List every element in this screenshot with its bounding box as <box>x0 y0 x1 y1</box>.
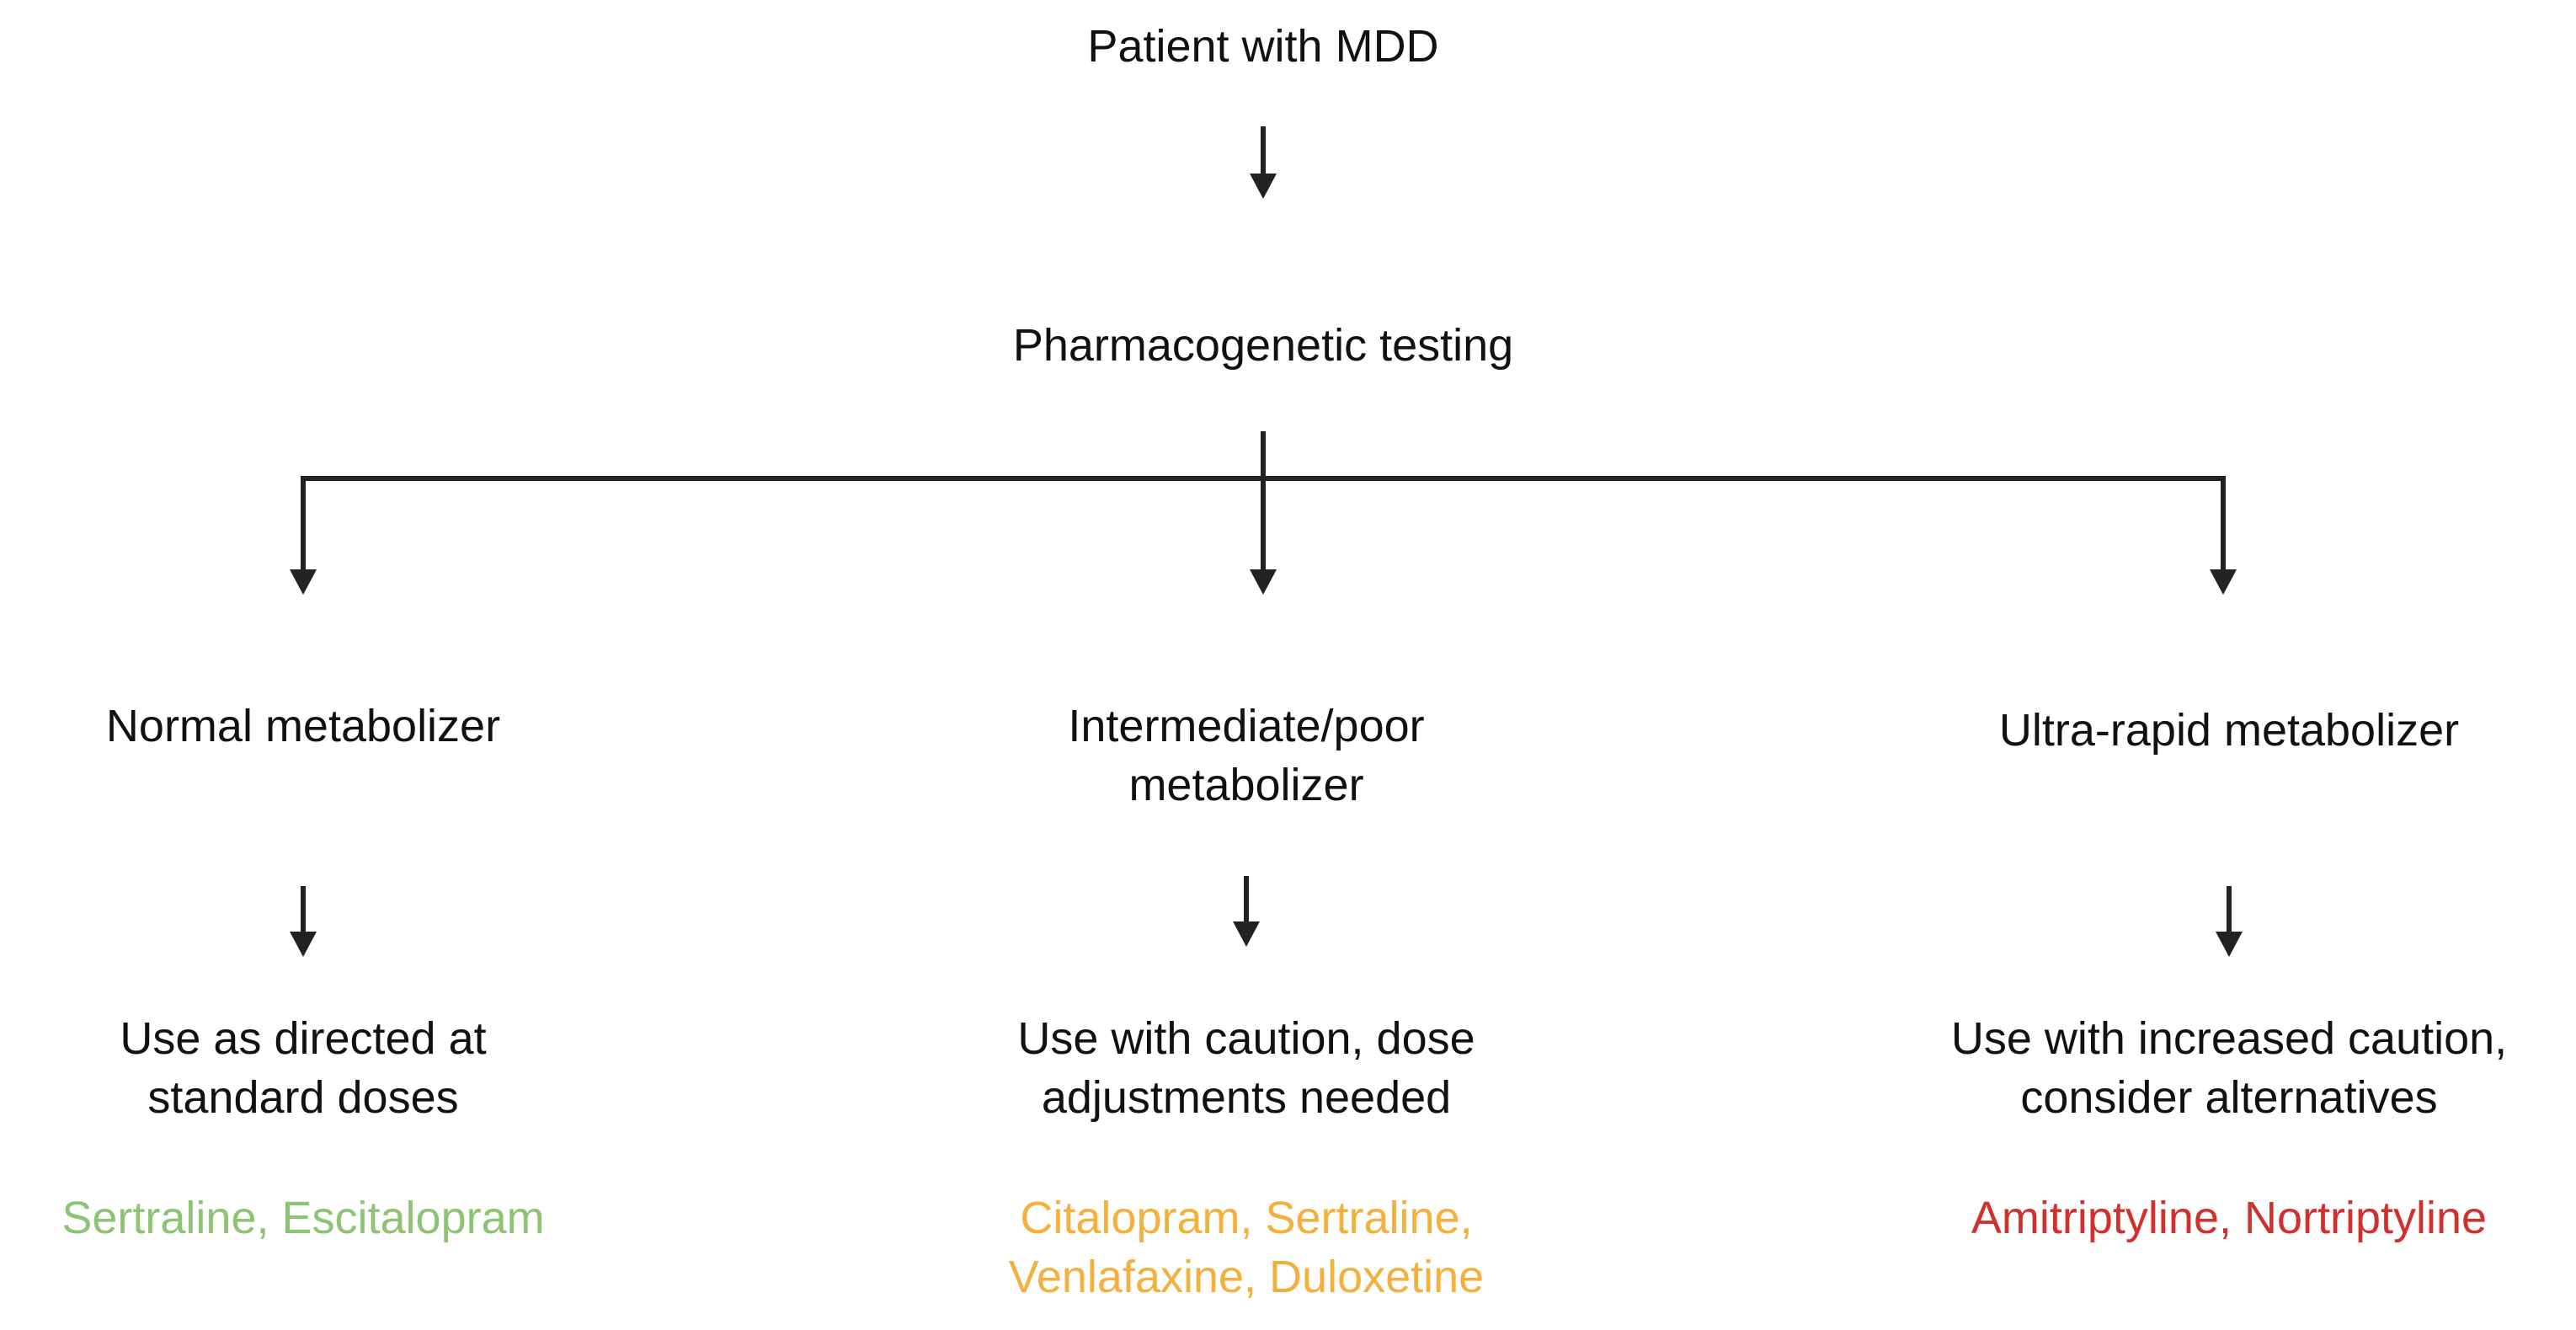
phenotype-normal-line: Normal metabolizer <box>105 701 501 751</box>
arrow-normal-to-recommendation <box>290 886 317 957</box>
drugs-intermediate: Citalopram, Sertraline, Venlafaxine, Dul… <box>1009 1188 1484 1306</box>
arrow-to-normal <box>290 477 317 595</box>
testing-node: Pharmacogenetic testing <box>1013 316 1513 375</box>
recommendation-ultra-line-1: Use with increased caution, <box>1950 1013 2508 1064</box>
branch-connector <box>301 431 2226 481</box>
drugs-normal-line: Sertraline, Escitalopram <box>61 1193 545 1243</box>
arrow-ultra-to-recommendation <box>2216 886 2243 957</box>
arrow-intermediate-to-recommendation <box>1233 876 1260 947</box>
recommendation-normal: Use as directed at standard doses <box>120 1009 486 1127</box>
phenotype-normal: Normal metabolizer <box>106 697 500 756</box>
drugs-ultra: Amitriptyline, Nortriptyline <box>1971 1188 2487 1247</box>
root-node: Patient with MDD <box>1087 17 1438 76</box>
testing-label: Pharmacogenetic testing <box>1012 320 1514 371</box>
phenotype-ultra-line: Ultra-rapid metabolizer <box>1998 705 2460 756</box>
phenotype-intermediate: Intermediate/poor metabolizer <box>1068 697 1424 815</box>
arrow-to-intermediate <box>1250 477 1277 595</box>
phenotype-intermediate-line-2: metabolizer <box>1128 760 1364 810</box>
drugs-intermediate-line-2: Venlafaxine, Duloxetine <box>1008 1252 1485 1302</box>
recommendation-normal-line-2: standard doses <box>147 1072 459 1123</box>
recommendation-normal-line-1: Use as directed at <box>120 1013 487 1064</box>
drugs-normal: Sertraline, Escitalopram <box>61 1188 544 1247</box>
phenotype-intermediate-line-1: Intermediate/poor <box>1068 701 1425 751</box>
phenotype-ultra: Ultra-rapid metabolizer <box>1999 701 2459 760</box>
recommendation-intermediate-line-2: adjustments needed <box>1041 1072 1452 1123</box>
arrow-to-ultra <box>2210 477 2237 595</box>
recommendation-intermediate: Use with caution, dose adjustments neede… <box>1017 1009 1475 1127</box>
arrow-root-to-testing <box>1250 126 1277 199</box>
root-label: Patient with MDD <box>1087 21 1439 72</box>
drugs-ultra-line: Amitriptyline, Nortriptyline <box>1971 1193 2488 1243</box>
recommendation-ultra-line-2: consider alternatives <box>2020 1072 2438 1123</box>
drugs-intermediate-line-1: Citalopram, Sertraline, <box>1020 1193 1473 1243</box>
recommendation-ultra: Use with increased caution, consider alt… <box>1951 1009 2507 1127</box>
recommendation-intermediate-line-1: Use with caution, dose <box>1017 1013 1475 1064</box>
